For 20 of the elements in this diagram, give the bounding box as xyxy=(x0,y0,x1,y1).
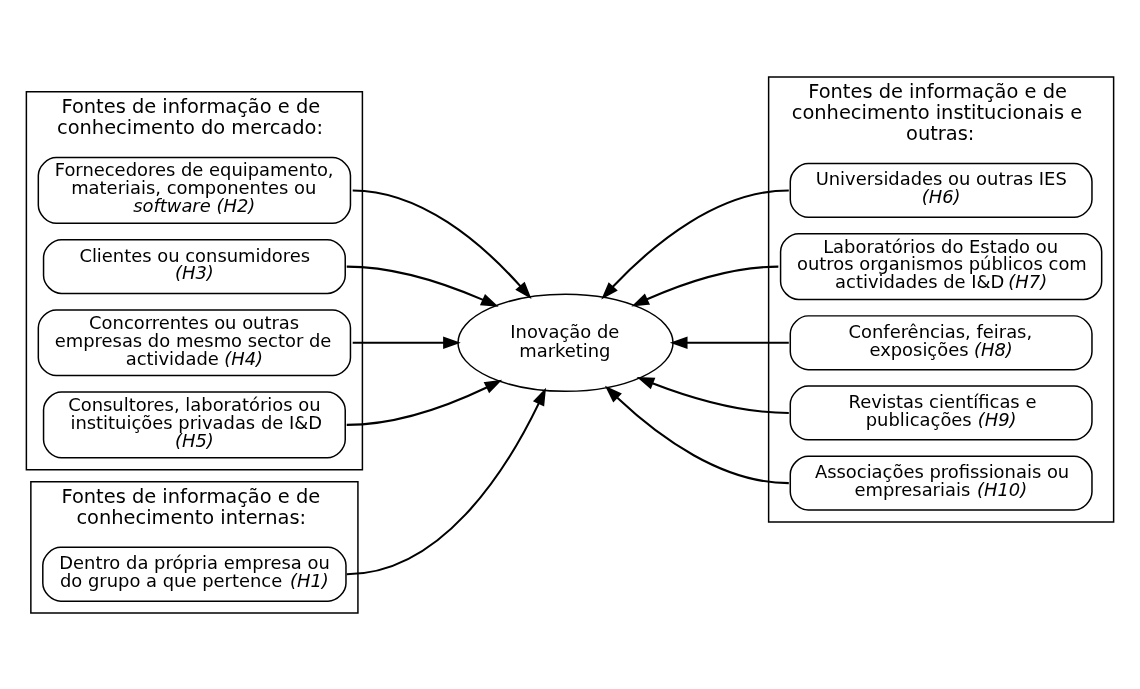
node-box: Universidades ou outras IES (H6) xyxy=(789,162,1093,218)
arrow xyxy=(601,188,789,299)
arrow xyxy=(346,379,503,426)
arrow xyxy=(631,265,779,306)
node-box: Concorrentes ou outras empresas do mesmo sector de actividade (H4) xyxy=(37,308,352,376)
node-box: Clientes ou consumidores (H3) xyxy=(42,238,346,294)
node-box: Laboratórios do Estado ou outros organismos públicos com actividades de I&D (H7) xyxy=(779,232,1103,300)
node-box: Revistas científicas e publicações (H9) xyxy=(789,384,1093,441)
arrow xyxy=(346,265,499,307)
arrow xyxy=(346,387,547,575)
node-box: Associações profissionais ou empresariais (H10) xyxy=(789,455,1093,511)
arrow xyxy=(669,336,789,349)
node-box: Conferências, feiras, exposições (H8) xyxy=(789,314,1093,370)
node-box: Consultores, laboratórios ou instituições privadas de I&D (H5) xyxy=(42,390,346,458)
node-box: Fornecedores de equipamento, materiais, componentes ou software (H2) xyxy=(37,156,352,224)
arrow xyxy=(352,188,532,299)
arrow xyxy=(604,385,789,484)
arrow xyxy=(636,376,789,414)
node-box: Dentro da própria empresa ou do grupo a que pertence (H1) xyxy=(42,546,347,602)
arrow xyxy=(352,336,461,349)
